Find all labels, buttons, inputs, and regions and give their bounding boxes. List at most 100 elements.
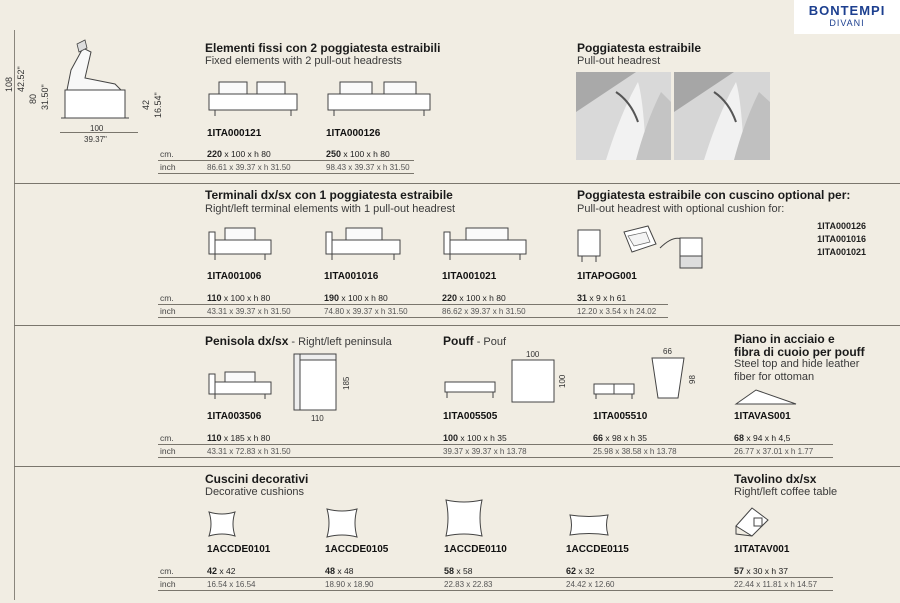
s2-subtitle: Right/left terminal elements with 1 pull…	[205, 203, 456, 215]
s4-subtitle: Decorative cushions	[205, 486, 305, 498]
s1-item2-code: 1ITA000126	[326, 128, 381, 139]
s4-item2-inch: 18.90 x 18.90	[325, 580, 374, 589]
section-separator	[14, 466, 900, 467]
s1-item2-dim: 250 x 100 x h 80	[326, 149, 390, 159]
s3-item1-dim: 110 x 185 x h 80	[207, 433, 271, 443]
s1-title: Elementi fissi con 2 poggiatesta estraib…	[205, 41, 441, 55]
s3-item1-inch: 43.31 x 72.83 x h 31.50	[207, 447, 291, 456]
s3-penisola-heading: Penisola dx/sx - Right/left peninsula	[205, 334, 392, 348]
headrest-cushion-icon	[577, 225, 703, 269]
s3-dim-98: 98	[688, 375, 697, 384]
s4-item3-inch: 22.83 x 22.83	[444, 580, 493, 589]
cushion-62-icon	[569, 514, 609, 536]
s2-item2-dim: 190 x 100 x h 80	[324, 293, 388, 303]
s3-item4-code: 1ITAVAS001	[734, 411, 791, 422]
s4-item5-code: 1ITATAV001	[734, 544, 790, 555]
s4-item3-code: 1ACCDE0110	[444, 544, 507, 555]
s4-item4-inch: 24.42 x 12.60	[566, 580, 615, 589]
dim-100: 100	[90, 124, 104, 133]
s4-cm-label: cm.	[160, 566, 174, 576]
s4-item1-dim: 42 x 42	[207, 566, 236, 576]
s4-table-rule	[158, 590, 833, 591]
s2-item3-inch: 86.62 x 39.37 x h 31.50	[442, 307, 526, 316]
s2-compat-code-3: 1ITA001021	[817, 247, 866, 257]
s3-item3-dim: 66 x 98 x h 35	[593, 433, 647, 443]
s1-item1-code: 1ITA000121	[207, 128, 262, 139]
s1-inch-label: inch	[160, 162, 176, 172]
s1-table-rule	[158, 173, 414, 174]
s2-title: Terminali dx/sx con 1 poggiatesta estrai…	[205, 188, 453, 202]
dim-3150: 31.50"	[40, 84, 50, 110]
brand-sub: DIVANI	[829, 18, 865, 28]
s2-table-rule	[158, 317, 668, 318]
section-separator	[14, 325, 900, 326]
s2-table-rule	[158, 304, 668, 305]
dim-1654: 16.54"	[153, 92, 163, 118]
dim-3937: 39.37"	[84, 135, 107, 144]
s3-item2-code: 1ITA005505	[443, 411, 498, 422]
left-rule	[14, 30, 15, 600]
dim-80: 80	[28, 93, 38, 104]
s3-piano-title-2: fibra di cuoio per pouff	[734, 345, 865, 359]
s1-right-subtitle: Pull-out headrest	[577, 55, 661, 67]
headrest-photo	[576, 72, 671, 160]
s3-item3-inch: 25.98 x 38.58 x h 13.78	[593, 447, 677, 456]
s3-piano-title-1: Piano in acciaio e	[734, 332, 835, 346]
sofa-fixed-250-icon	[327, 81, 431, 116]
s2-cm-label: cm.	[160, 293, 174, 303]
terminal-190-icon	[325, 227, 401, 260]
pouf-front-icon	[444, 381, 496, 398]
s4-tav-subtitle: Right/left coffee table	[734, 486, 838, 498]
dim-108: 108	[4, 76, 14, 92]
s4-item4-dim: 62 x 32	[566, 566, 595, 576]
s1-item1-dim: 220 x 100 x h 80	[207, 149, 271, 159]
s2-item1-code: 1ITA001006	[207, 271, 262, 282]
s1-table-rule	[158, 160, 414, 161]
s3-piano-sub-2: fiber for ottoman	[734, 371, 815, 383]
s2-item3-dim: 220 x 100 x h 80	[442, 293, 506, 303]
s1-cm-label: cm.	[160, 149, 174, 159]
s1-subtitle: Fixed elements with 2 pull-out headrests	[205, 55, 402, 67]
s3-dim-110: 110	[311, 414, 324, 423]
s3-dim-185: 185	[342, 376, 351, 390]
s3-table-rule	[158, 444, 833, 445]
peninsula-top-icon	[293, 353, 337, 411]
sofa-side-profile-icon	[61, 39, 129, 119]
s3-dim-100a: 100	[526, 350, 540, 359]
s4-table-rule	[158, 577, 833, 578]
s2-inch-label: inch	[160, 306, 176, 316]
width-rule	[60, 132, 138, 133]
pouf-wedge-top-icon	[651, 357, 685, 399]
s4-item2-dim: 48 x 48	[325, 566, 354, 576]
s2-item1-inch: 43.31 x 39.37 x h 31.50	[207, 307, 291, 316]
s2-item3-code: 1ITA001021	[442, 271, 497, 282]
s1-item2-inch: 98.43 x 39.37 x h 31.50	[326, 163, 410, 172]
brand-name: BONTEMPI	[808, 3, 886, 18]
s4-item1-code: 1ACCDE0101	[207, 544, 271, 555]
steel-top-icon	[734, 389, 797, 405]
peninsula-front-icon	[208, 371, 272, 399]
brand-logo: BONTEMPI DIVANI	[794, 0, 900, 34]
s4-item2-code: 1ACCDE0105	[325, 544, 389, 555]
s3-item4-dim: 68 x 94 x h 4,5	[734, 433, 791, 443]
cushion-42-icon	[208, 511, 236, 537]
s2-item4-inch: 12.20 x 3.54 x h 24.02	[577, 307, 657, 316]
s2-item2-inch: 74.80 x 39.37 x h 31.50	[324, 307, 408, 316]
s4-title: Cuscini decorativi	[205, 472, 309, 486]
pouf-small-front-icon	[593, 383, 635, 399]
dim-4252: 42.52"	[16, 66, 26, 92]
s2-item4-dim: 31 x 9 x h 61	[577, 293, 627, 303]
s3-item1-code: 1ITA003506	[207, 411, 262, 422]
s4-tav-title: Tavolino dx/sx	[734, 472, 817, 486]
s3-item2-inch: 39.37 x 39.37 x h 13.78	[443, 447, 527, 456]
s2-item2-code: 1ITA001016	[324, 271, 379, 282]
s3-table-rule	[158, 457, 833, 458]
s3-item3-code: 1ITA005510	[593, 411, 648, 422]
s4-item4-code: 1ACCDE0115	[566, 544, 629, 555]
s4-inch-label: inch	[160, 579, 176, 589]
headrest-photo	[674, 72, 770, 160]
s2-item1-dim: 110 x 100 x h 80	[207, 293, 271, 303]
terminal-110-icon	[208, 227, 272, 260]
s2-item4-code: 1ITAPOG001	[577, 271, 637, 282]
s3-item4-inch: 26.77 x 37.01 x h 1.77	[734, 447, 814, 456]
